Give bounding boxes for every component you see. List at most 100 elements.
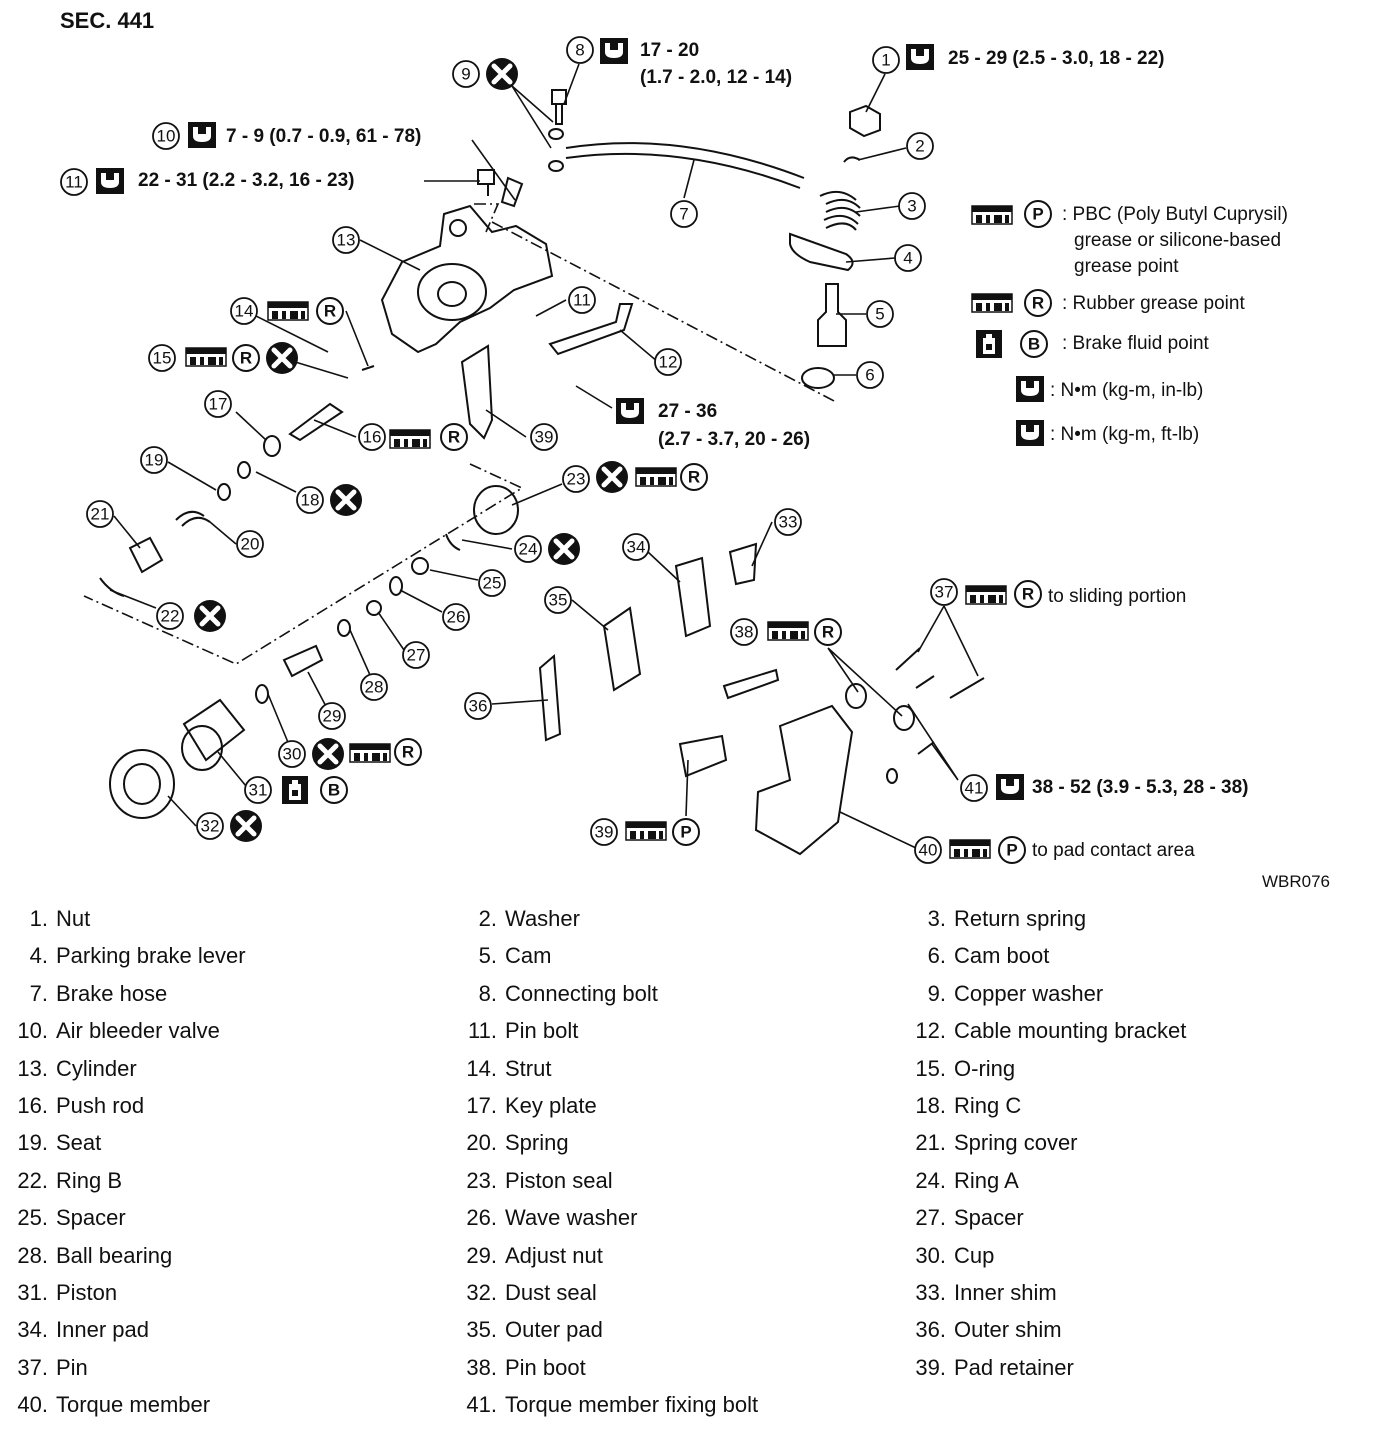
svg-text:6: 6 [865,366,874,385]
part-name: Parking brake lever [56,943,246,969]
brake-hose-shape [565,142,805,189]
part-name: O-ring [954,1055,1016,1081]
svg-text:33: 33 [779,513,798,532]
callout-4: 4 [894,244,922,272]
part-number: 7. [29,980,48,1006]
part-name: Adjust nut [505,1242,603,1268]
part-number: 18. [915,1093,946,1118]
svg-text:23: 23 [567,470,586,489]
part-name: Air bleeder valve [56,1018,220,1044]
pin-bolt-shape [477,169,495,196]
piston-seal-shape [473,485,519,535]
cam-shape [817,283,847,347]
svg-text:R: R [324,302,336,321]
part-number: 23. [466,1167,497,1193]
part-name: Seat [56,1130,102,1156]
torque-spec-air-bleeder: 7 - 9 (0.7 - 0.9, 61 - 78) [226,126,421,147]
nut-shape [849,104,881,138]
svg-text:26: 26 [447,608,466,627]
callout-22: 22 [156,602,184,630]
callout-39-secondary: 39 [530,423,558,451]
svg-text:11: 11 [65,173,83,192]
callout-9: 9 [452,60,480,88]
spring-shape [175,510,211,527]
svg-text:P: P [680,823,691,842]
svg-text:17: 17 [209,395,228,414]
svg-text:9: 9 [461,65,470,84]
svg-text:38: 38 [735,623,754,642]
svg-text:32: 32 [201,817,220,836]
callout-23: 23 [562,465,590,493]
svg-text:37: 37 [935,583,954,602]
symbol-b-2: B [1020,330,1048,358]
part-number: 5. [478,943,497,969]
part-number: 15. [915,1055,946,1081]
part-name: Nut [56,906,91,931]
callout-16: 16 [358,423,386,451]
adjust-nut-shape [282,644,324,678]
svg-text:19: 19 [145,451,164,470]
torque-spec-bracket-2: (2.7 - 3.7, 20 - 26) [658,429,810,450]
callout-1: 1 [872,46,900,74]
svg-text:25: 25 [483,574,502,593]
svg-text:R: R [822,623,834,642]
svg-text:12: 12 [659,353,678,372]
part-number: 28. [17,1242,48,1268]
symbol-r-9: R [394,738,422,766]
part-number: 4. [29,943,48,969]
part-number: 41. [466,1392,497,1418]
svg-text:39: 39 [595,823,614,842]
svg-text:3: 3 [907,197,916,216]
part-name: Outer shim [954,1317,1062,1343]
callout-21: 21 [86,500,114,528]
callout-27: 27 [402,641,430,669]
strut-shape [361,365,375,371]
callout-3: 3 [898,192,926,220]
callout-38: 38 [730,618,758,646]
callout-15: 15 [148,344,176,372]
part-number: 27. [915,1205,946,1231]
torque-spec-nut: 25 - 29 (2.5 - 3.0, 18 - 22) [948,48,1165,69]
callout-17: 17 [204,390,232,418]
part-number: 21. [915,1130,946,1156]
outer-pad-shape [602,606,642,692]
part-name: Outer pad [505,1317,603,1343]
svg-text:29: 29 [323,707,342,726]
svg-text:1: 1 [881,51,890,70]
callout-26: 26 [442,603,470,631]
svg-text:16: 16 [363,428,382,447]
torque-spec-bracket: 27 - 36 [658,401,717,422]
part-name: Cam boot [954,943,1050,969]
callout-31: 31 [244,776,272,804]
part-name: Torque member [56,1392,211,1418]
part-number: 24. [915,1167,946,1193]
torque-spec-fixing-bolt: 38 - 52 (3.9 - 5.3, 28 - 38) [1032,777,1249,798]
svg-text:18: 18 [301,491,320,510]
part-name: Return spring [954,906,1087,931]
callout-7: 7 [670,200,698,228]
exploded-view-diagram: 1234567891011121314151617181920212223242… [60,36,1288,864]
callout-10: 10 [152,122,180,150]
part-number: 30. [915,1242,946,1268]
part-name: Key plate [505,1093,597,1118]
svg-text:4: 4 [903,249,912,268]
part-name: Spring cover [954,1130,1078,1156]
part-name: Pad retainer [954,1354,1074,1380]
legend-torque-inlb: : N•m (kg-m, in-lb) [1050,380,1203,401]
parking-brake-lever-shape [789,232,854,272]
return-spring-shape [819,190,861,231]
svg-text:21: 21 [91,505,110,524]
part-name: Ring B [56,1167,123,1193]
part-number: 14. [466,1055,497,1081]
symbol-p-0: P [1024,200,1052,228]
part-number: 29. [466,1242,497,1268]
part-name: Pin [56,1354,88,1380]
callout-33: 33 [774,508,802,536]
svg-text:5: 5 [875,305,884,324]
part-number: 39. [915,1354,946,1380]
callout-25: 25 [478,569,506,597]
svg-text:8: 8 [575,41,584,60]
part-name: Spacer [954,1205,1024,1231]
svg-text:P: P [1006,841,1017,860]
svg-text:10: 10 [157,127,176,146]
